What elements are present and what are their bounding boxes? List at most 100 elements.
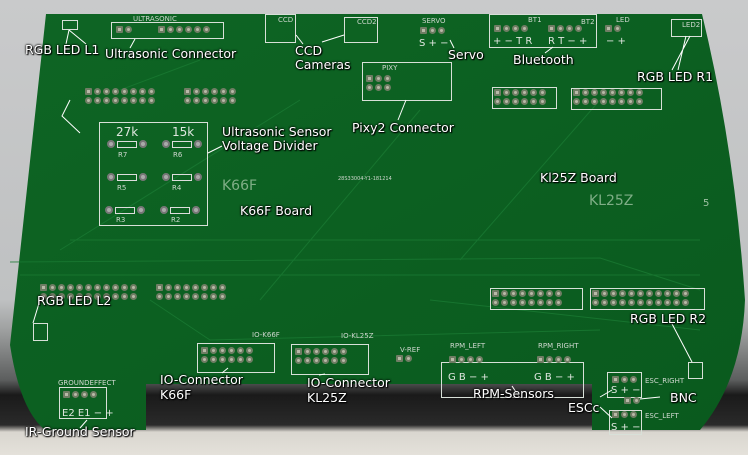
solder-pad bbox=[624, 397, 631, 404]
rgb-led-l2-box bbox=[33, 323, 48, 341]
solder-pad bbox=[503, 25, 510, 32]
solder-pad bbox=[630, 411, 637, 418]
solder-pad bbox=[375, 75, 382, 82]
esc-left-box bbox=[609, 410, 642, 435]
solder-pad bbox=[494, 89, 501, 96]
kl25z-header-4 bbox=[592, 290, 689, 306]
led2-box bbox=[671, 19, 702, 37]
solder-pad bbox=[229, 97, 236, 104]
solder-pad bbox=[396, 355, 403, 362]
silk-servo: SERVO bbox=[422, 17, 446, 25]
solder-pad bbox=[528, 299, 535, 306]
k66f-header-a bbox=[85, 88, 155, 104]
solder-pad bbox=[139, 97, 146, 104]
solder-pad bbox=[601, 299, 608, 306]
solder-pad bbox=[630, 376, 637, 383]
solder-pad bbox=[521, 98, 528, 105]
led-pins bbox=[605, 25, 621, 32]
silk-r7: R7 bbox=[118, 151, 128, 159]
solder-pad bbox=[183, 284, 190, 291]
solder-pad bbox=[612, 376, 619, 383]
silk-r6: R6 bbox=[173, 151, 183, 159]
solder-pad bbox=[438, 27, 445, 34]
solder-pad bbox=[366, 75, 373, 82]
solder-pad bbox=[139, 88, 146, 95]
solder-pad bbox=[237, 356, 244, 363]
silk-rpm-pins-left: G B − + bbox=[448, 372, 489, 383]
solder-pad bbox=[58, 284, 65, 291]
label-rpm-sensors: RPM-Sensors bbox=[473, 386, 554, 401]
solder-pad bbox=[420, 27, 427, 34]
bt2-pins bbox=[548, 25, 582, 32]
label-servo: Servo bbox=[448, 47, 484, 62]
ground-sensor-box bbox=[59, 387, 107, 419]
solder-pad bbox=[76, 284, 83, 291]
solder-pad bbox=[228, 356, 235, 363]
solder-pad bbox=[295, 348, 302, 355]
solder-pad bbox=[210, 347, 217, 354]
solder-pad bbox=[67, 293, 74, 300]
solder-pad bbox=[121, 293, 128, 300]
solder-pad bbox=[112, 97, 119, 104]
solder-pad bbox=[601, 290, 608, 297]
solder-pad bbox=[203, 26, 210, 33]
solder-pad bbox=[340, 357, 347, 364]
silk-k66f: K66F bbox=[222, 178, 258, 194]
solder-pad bbox=[322, 348, 329, 355]
solder-pad bbox=[546, 299, 553, 306]
label-escs: ESCc bbox=[568, 400, 600, 415]
silk-esc-pins-left: S + − bbox=[611, 422, 641, 433]
ccd2-box bbox=[344, 17, 378, 43]
label-ultrasonic-connector: Ultrasonic Connector bbox=[105, 46, 237, 61]
io-kl25z-box bbox=[291, 344, 369, 375]
label-io-k66f-1: IO-Connector bbox=[160, 372, 243, 387]
silk-pixy: PIXY bbox=[382, 64, 398, 72]
solder-pad bbox=[494, 98, 501, 105]
solder-pad bbox=[210, 293, 217, 300]
solder-pad bbox=[637, 290, 644, 297]
solder-pad bbox=[130, 88, 137, 95]
bt1-pins bbox=[494, 25, 528, 32]
kl25z-header-box-2 bbox=[571, 88, 662, 110]
vref-pins bbox=[396, 355, 412, 362]
solder-pad bbox=[219, 293, 226, 300]
solder-pad bbox=[618, 98, 625, 105]
solder-pad bbox=[501, 299, 508, 306]
solder-pad bbox=[449, 356, 456, 363]
label-bluetooth: Bluetooth bbox=[513, 52, 574, 67]
solder-pad bbox=[81, 391, 88, 398]
solder-pad bbox=[512, 25, 519, 32]
solder-pad bbox=[429, 27, 436, 34]
silk-led2: LED2 bbox=[682, 21, 701, 29]
solder-pad bbox=[304, 357, 311, 364]
solder-pad bbox=[592, 299, 599, 306]
solder-pad bbox=[636, 98, 643, 105]
solder-pad bbox=[176, 26, 183, 33]
ultrasonic-pins-a bbox=[116, 26, 132, 33]
rpm-box bbox=[441, 362, 584, 398]
solder-pad bbox=[619, 299, 626, 306]
solder-pad bbox=[130, 284, 137, 291]
solder-pad bbox=[600, 98, 607, 105]
resistor-r7 bbox=[107, 140, 147, 149]
solder-pad bbox=[591, 98, 598, 105]
solder-pad bbox=[228, 347, 235, 354]
io-k66f-pins bbox=[201, 347, 253, 363]
solder-pad bbox=[539, 98, 546, 105]
silk-bt1-pins: + − T R bbox=[493, 36, 533, 47]
ccd-box bbox=[265, 14, 296, 43]
resistor-r4 bbox=[162, 173, 202, 182]
solder-pad bbox=[510, 299, 517, 306]
solder-pad bbox=[63, 391, 70, 398]
k66f-header-d bbox=[156, 284, 226, 300]
solder-pad bbox=[331, 357, 338, 364]
rpm-right-pins bbox=[537, 356, 571, 363]
solder-pad bbox=[503, 98, 510, 105]
solder-pad bbox=[193, 88, 200, 95]
k66f-header-b bbox=[184, 88, 236, 104]
solder-pad bbox=[501, 290, 508, 297]
silk-ccd: CCD bbox=[278, 16, 294, 24]
solder-pad bbox=[192, 284, 199, 291]
solder-pad bbox=[219, 284, 226, 291]
solder-pad bbox=[528, 290, 535, 297]
